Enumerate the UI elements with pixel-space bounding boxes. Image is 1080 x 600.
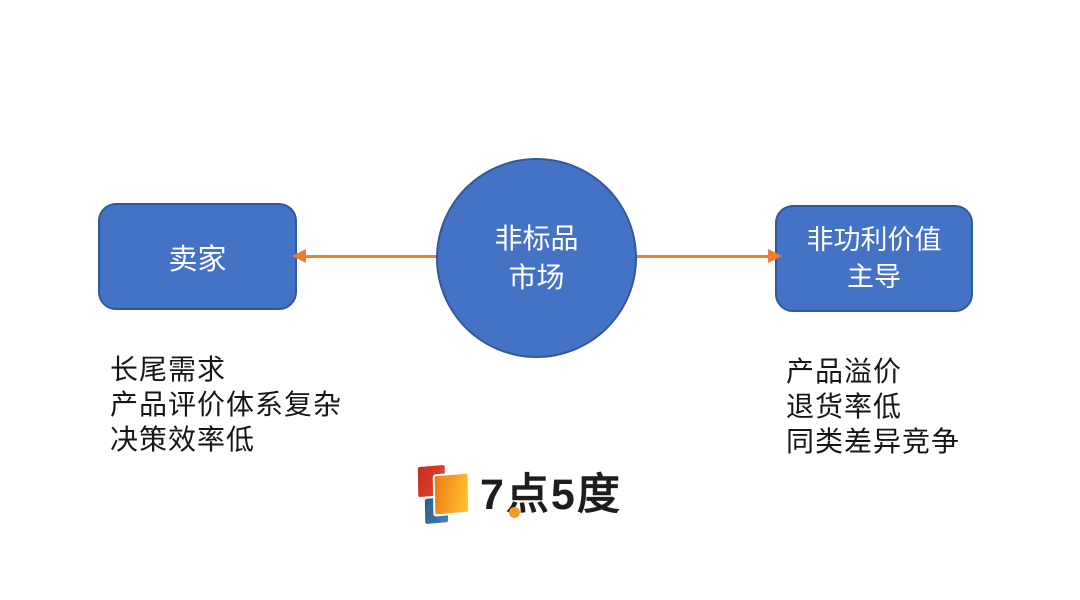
brand-name: 7点5度	[480, 471, 622, 519]
list-item: 产品溢价	[786, 356, 903, 387]
logo-orange-dot-icon	[509, 507, 520, 518]
seller-characteristics-list: 长尾需求 产品评价体系复杂 决策效率低	[110, 352, 342, 457]
value-characteristics-list: 产品溢价 退货率低 同类差异竞争	[786, 354, 960, 459]
left-arrow	[292, 249, 438, 263]
market-circle-label-line2: 市场	[508, 262, 565, 293]
brand-logo: 7点5度	[410, 460, 622, 530]
logo-orange-square-icon	[432, 471, 471, 517]
brand-logo-text: 7点5度	[480, 460, 622, 530]
value-box: 非功利价值 主导	[775, 205, 973, 312]
right-arrow	[636, 249, 782, 263]
value-box-label-line1: 非功利价值	[806, 224, 942, 255]
market-circle: 非标品 市场	[436, 158, 637, 358]
market-circle-label-line1: 非标品	[494, 223, 579, 254]
value-box-label-line2: 主导	[847, 261, 901, 292]
logo-mark-icon	[410, 460, 472, 530]
list-item: 决策效率低	[110, 424, 256, 455]
left-arrowhead-icon	[292, 249, 306, 263]
list-item: 退货率低	[786, 391, 903, 422]
right-arrowhead-icon	[768, 249, 782, 263]
list-item: 同类差异竞争	[786, 426, 961, 457]
list-item: 产品评价体系复杂	[110, 389, 343, 420]
seller-box: 卖家	[98, 203, 297, 310]
seller-box-label: 卖家	[168, 243, 227, 276]
list-item: 长尾需求	[110, 354, 227, 385]
